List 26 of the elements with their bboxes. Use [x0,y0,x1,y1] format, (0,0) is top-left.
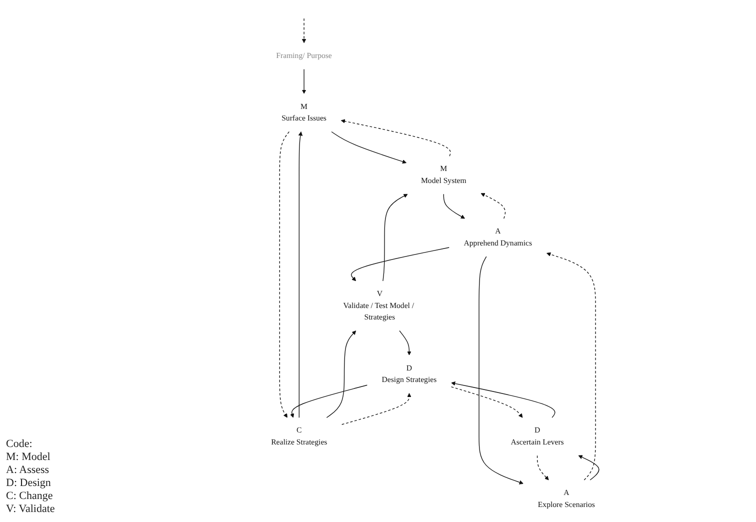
arrow [450,386,523,418]
legend-note: Code: [6,438,34,451]
arrow [302,18,306,44]
legend-note: C: Change [6,490,54,503]
arrow [290,384,368,418]
arrow [382,194,408,282]
arrow [342,393,412,425]
arrow [302,68,306,94]
arrow [480,193,506,219]
arrow [340,119,451,156]
arrow [546,252,596,480]
arrow [326,330,356,418]
arrow [451,381,556,418]
arrow [536,455,549,480]
arrow [331,131,407,164]
arrow [298,132,303,418]
arrow [478,256,524,484]
legend-note: M: Model [6,451,52,464]
arrow [578,455,600,480]
arrow [443,194,466,219]
legend-note: A: Assess [6,464,50,477]
arrow [399,330,412,356]
legend-note: D: Design [6,477,52,490]
arrow [350,247,450,282]
legend-note: V: Validate [6,503,55,516]
arrow [279,131,290,418]
